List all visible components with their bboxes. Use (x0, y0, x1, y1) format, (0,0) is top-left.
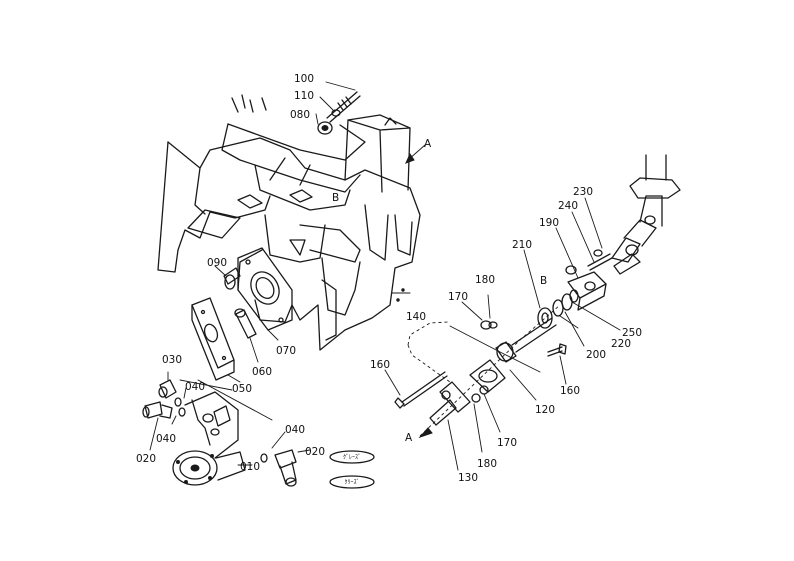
stamp-top-text: ｸﾞﾚｰｽﾞ (343, 454, 361, 461)
stamp-bottom-text: ｸﾘｰｽﾞ (344, 479, 359, 486)
frame-housing (157, 94, 421, 351)
label-010: 010 (240, 461, 260, 473)
label-240: 240 (558, 200, 578, 212)
label-140: 140 (406, 311, 426, 323)
pin-060 (234, 308, 259, 363)
part-labels: 100 110 080 A B 090 070 060 050 030 040 … (136, 73, 642, 484)
label-230: 230 (573, 186, 593, 198)
shaft-assembly (384, 154, 681, 471)
label-120: 120 (535, 404, 555, 416)
bushing-090 (214, 265, 241, 290)
label-130: 130 (458, 472, 478, 484)
leader-line (179, 379, 233, 391)
label-090: 090 (207, 257, 227, 269)
label-020-right: 020 (305, 446, 325, 458)
stamp: ｸﾞﾚｰｽﾞ ｸﾘｰｽﾞ (329, 450, 375, 489)
label-040-c: 040 (285, 424, 305, 436)
leader-line (197, 379, 273, 421)
label-A-bottom: A (405, 432, 413, 444)
label-A-top: A (424, 138, 432, 150)
label-020-left: 020 (136, 453, 156, 465)
label-210: 210 (512, 239, 532, 251)
fitting-020-right (260, 431, 311, 487)
seal-040 (171, 387, 187, 425)
label-180-bottom: 180 (477, 458, 497, 470)
arrow-A-top (405, 144, 426, 164)
label-200: 200 (586, 349, 606, 361)
label-040-a: 040 (185, 381, 205, 393)
label-190: 190 (539, 217, 559, 229)
label-B-frame: B (332, 192, 339, 204)
label-080: 080 (290, 109, 310, 121)
label-220: 220 (611, 338, 631, 350)
label-030: 030 (162, 354, 182, 366)
label-170-bottom: 170 (497, 437, 517, 449)
label-070: 070 (276, 345, 296, 357)
label-180-top: 180 (475, 274, 495, 286)
bolt-assembly-100 (315, 81, 361, 135)
label-250: 250 (622, 327, 642, 339)
pump-010 (172, 391, 253, 486)
fitting-030 (158, 371, 177, 399)
fitting-020-left (142, 401, 173, 451)
label-160-left: 160 (370, 359, 390, 371)
plate-050 (191, 297, 241, 383)
label-100: 100 (294, 73, 314, 85)
plate-070 (237, 247, 293, 341)
label-B-shaft: B (540, 275, 547, 287)
label-110: 110 (294, 90, 314, 102)
label-170-top: 170 (448, 291, 468, 303)
label-050: 050 (232, 383, 252, 395)
label-160-right: 160 (560, 385, 580, 397)
label-060: 060 (252, 366, 272, 378)
label-040-b: 040 (156, 433, 176, 445)
